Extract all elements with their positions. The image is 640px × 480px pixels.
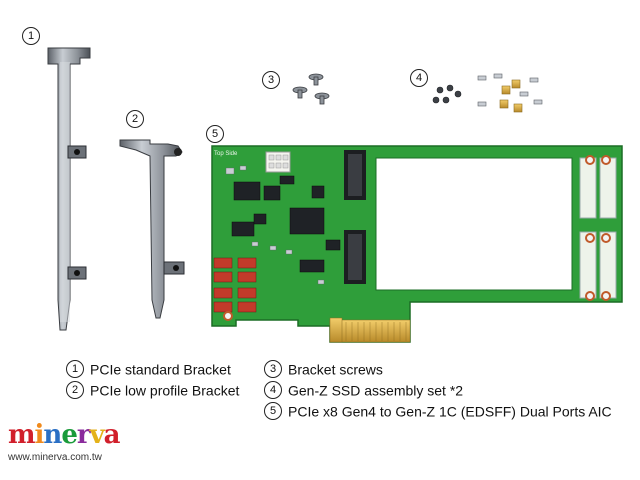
brand-logo: minerva xyxy=(8,420,121,450)
brand-logo-letter: r xyxy=(76,420,91,450)
legend-item-2: 2 PCIe low profile Bracket xyxy=(66,381,240,400)
legend-num-5: 5 xyxy=(264,402,282,421)
callout-1: 1 xyxy=(22,27,40,45)
brand-logo-letter: m xyxy=(8,420,35,450)
brand-site: www.minerva.com.tw xyxy=(8,452,102,463)
brand-logo-letter: e xyxy=(61,420,78,450)
callout-5: 5 xyxy=(206,125,224,143)
callout-4: 4 xyxy=(410,69,428,87)
legend-text-5: PCIe x8 Gen4 to Gen-Z 1C (EDSFF) Dual Po… xyxy=(288,403,612,420)
callout-2: 2 xyxy=(126,110,144,128)
callout-3: 3 xyxy=(262,71,280,89)
brand-logo-letter: n xyxy=(43,420,62,450)
brand: minerva www.minerva.com.tw xyxy=(8,420,121,463)
legend-num-2: 2 xyxy=(66,381,84,400)
legend-text-3: Bracket screws xyxy=(288,361,383,378)
legend-item-4: 4 Gen-Z SSD assembly set *2 xyxy=(264,381,464,400)
legend-item-5: 5 PCIe x8 Gen4 to Gen-Z 1C (EDSFF) Dual P… xyxy=(264,402,612,421)
bracket-screws xyxy=(292,73,330,105)
standard-bracket xyxy=(47,47,91,331)
pcb-top-side-label: Top Side xyxy=(214,151,238,157)
legend-item-1: 1 PCIe standard Bracket xyxy=(66,360,231,379)
ssd-assembly-set xyxy=(432,73,543,113)
legend-item-3: 3 Bracket screws xyxy=(264,360,383,379)
legend-num-1: 1 xyxy=(66,360,84,379)
product-photo: Top Side xyxy=(47,47,623,343)
legend-text-2: PCIe low profile Bracket xyxy=(90,382,240,399)
brand-logo-letter: i xyxy=(34,420,45,450)
legend-num-4: 4 xyxy=(264,381,282,400)
low-profile-bracket xyxy=(119,139,185,319)
brand-logo-letter: a xyxy=(103,420,121,450)
brand-logo-letter: v xyxy=(89,420,105,450)
aic-card: Top Side xyxy=(211,145,623,343)
legend-text-1: PCIe standard Bracket xyxy=(90,361,231,378)
legend-text-4: Gen-Z SSD assembly set *2 xyxy=(288,382,464,399)
legend-num-3: 3 xyxy=(264,360,282,379)
